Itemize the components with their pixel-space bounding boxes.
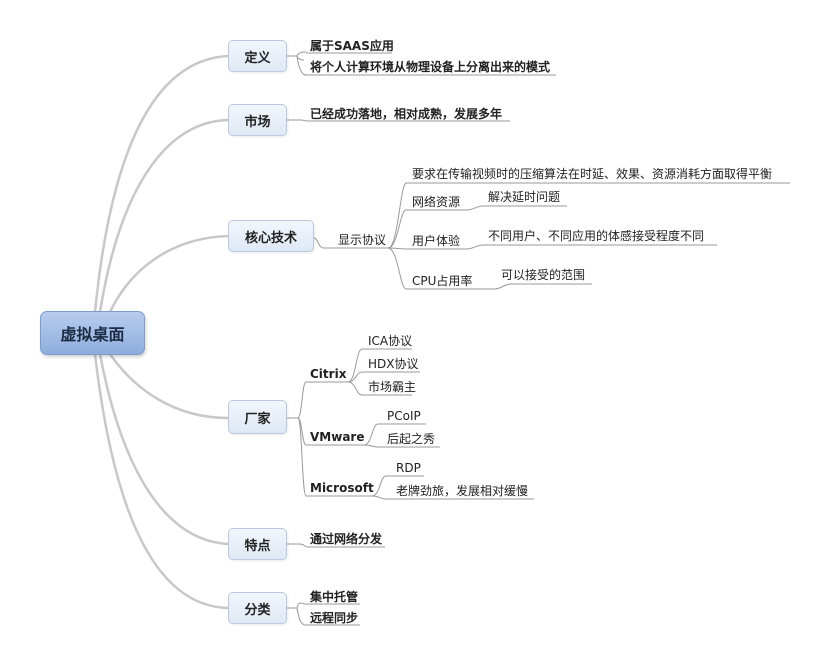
root-topic[interactable]: 虚拟桌面: [40, 311, 145, 355]
user-experience-node[interactable]: 用户体验: [412, 234, 461, 248]
connector-core-tech: [108, 234, 230, 314]
topic-features[interactable]: 特点: [228, 528, 287, 560]
user-experience-detail[interactable]: 不同用户、不同应用的体感接受程度不同: [488, 229, 705, 243]
connector-market: [98, 118, 230, 314]
topic-market[interactable]: 市场: [228, 104, 287, 136]
features-item-1[interactable]: 通过网络分发: [310, 532, 383, 546]
category-item-1[interactable]: 集中托管: [310, 590, 359, 604]
connector-vendors: [108, 352, 230, 420]
network-resource-detail[interactable]: 解决延时问题: [488, 190, 561, 204]
network-resource-node[interactable]: 网络资源: [412, 195, 461, 209]
category-item-2[interactable]: 远程同步: [310, 611, 359, 625]
topic-definition[interactable]: 定义: [228, 40, 287, 72]
connector-features: [98, 352, 230, 546]
cpu-usage-detail[interactable]: 可以接受的范围: [501, 268, 586, 282]
vendor-vmware[interactable]: VMware: [310, 430, 365, 444]
citrix-item-ica[interactable]: ICA协议: [368, 334, 413, 348]
definition-item-1[interactable]: 属于SAAS应用: [310, 39, 394, 53]
connector-definition: [93, 54, 230, 314]
cpu-usage-node[interactable]: CPU占用率: [412, 274, 473, 288]
topic-category[interactable]: 分类: [228, 592, 287, 624]
topic-vendors[interactable]: 厂家: [228, 400, 287, 434]
definition-item-2[interactable]: 将个人计算环境从物理设备上分离出来的模式: [310, 60, 551, 74]
citrix-item-hdx[interactable]: HDX协议: [368, 357, 419, 371]
vmware-item-pcoip[interactable]: PCoIP: [387, 409, 421, 423]
connector-category: [93, 352, 230, 610]
topic-core-tech[interactable]: 核心技术: [228, 220, 314, 252]
citrix-item-leader[interactable]: 市场霸主: [368, 380, 417, 394]
display-protocol-requirement[interactable]: 要求在传输视频时的压缩算法在时延、效果、资源消耗方面取得平衡: [412, 167, 773, 181]
vendor-microsoft[interactable]: Microsoft: [310, 481, 374, 495]
microsoft-item-veteran[interactable]: 老牌劲旅，发展相对缓慢: [396, 484, 529, 498]
vendor-citrix[interactable]: Citrix: [310, 367, 347, 381]
display-protocol-node[interactable]: 显示协议: [338, 233, 387, 247]
microsoft-item-rdp[interactable]: RDP: [396, 461, 421, 475]
market-item-1[interactable]: 已经成功落地，相对成熟，发展多年: [310, 107, 503, 121]
vmware-item-rising[interactable]: 后起之秀: [387, 432, 436, 446]
